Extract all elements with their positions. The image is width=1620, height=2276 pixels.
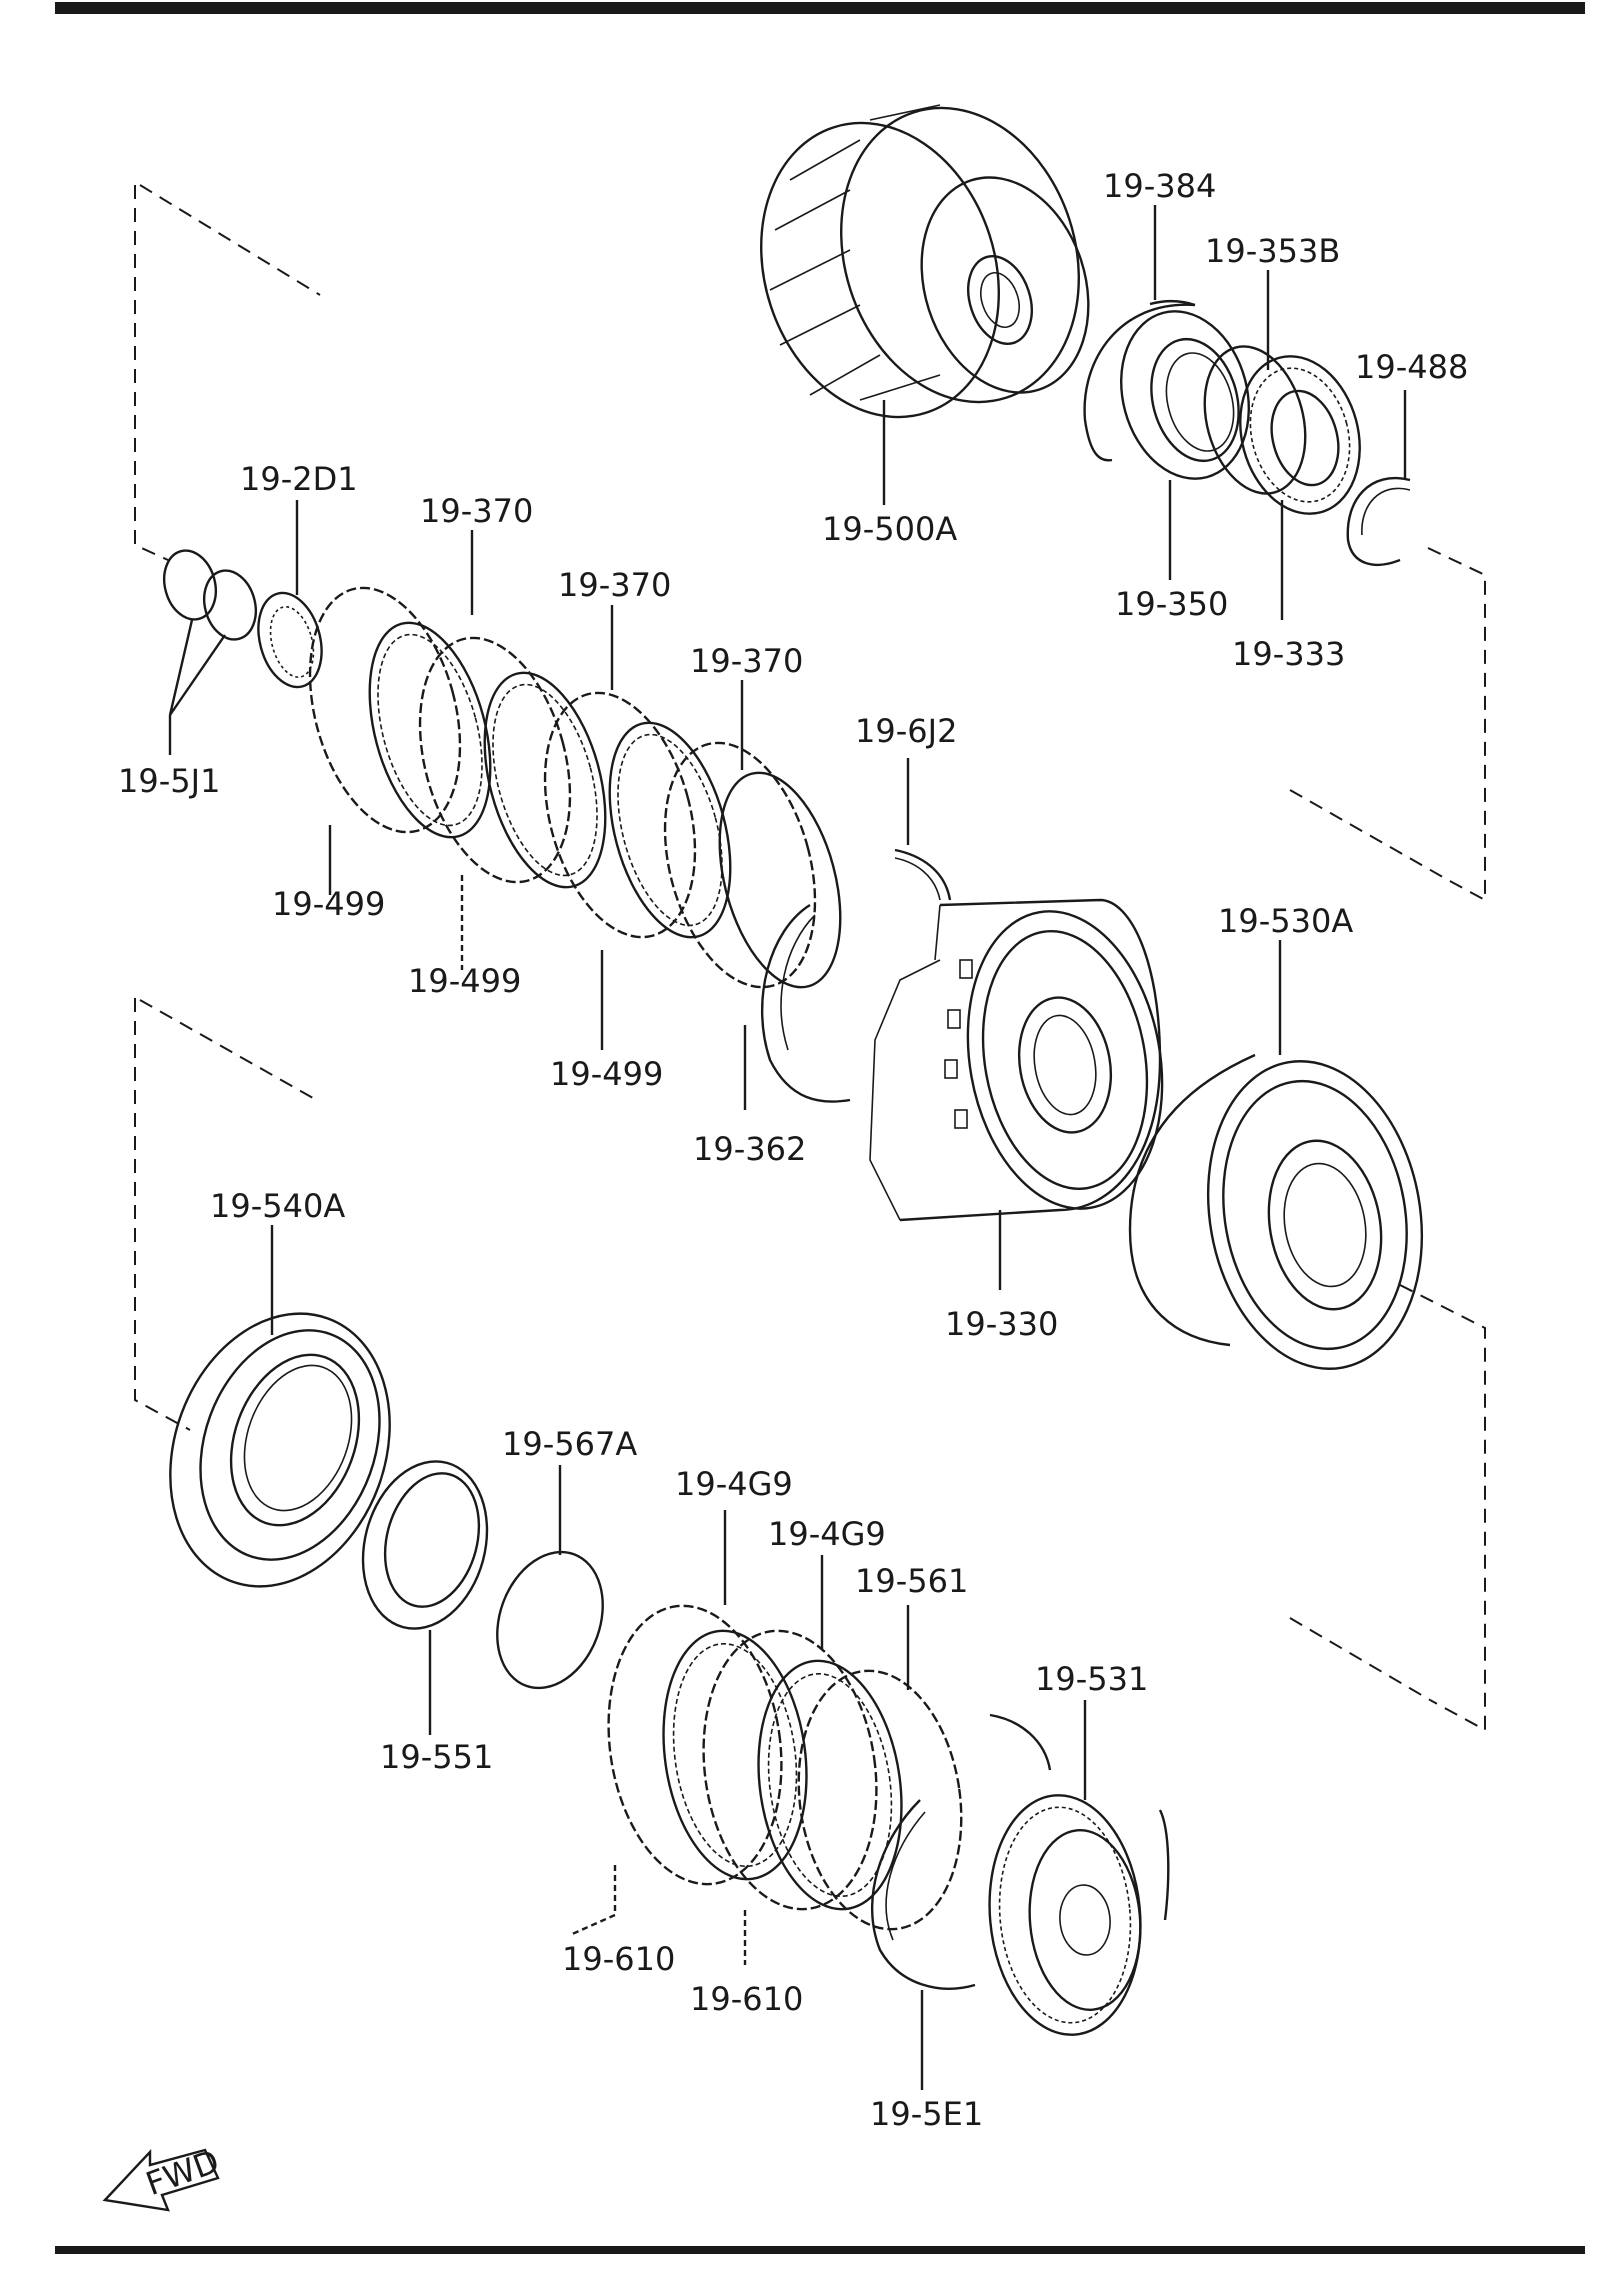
callout-19-499-third: 19-499 — [550, 1055, 663, 1093]
callout-19-540A: 19-540A — [210, 1187, 345, 1225]
callout-19-370-third: 19-370 — [690, 642, 803, 680]
callout-19-500A: 19-500A — [822, 510, 957, 548]
callout-19-333: 19-333 — [1232, 635, 1345, 673]
callout-19-330: 19-330 — [945, 1305, 1058, 1343]
callout-19-350: 19-350 — [1115, 585, 1228, 623]
part-19-2D1-thrust-bearing — [257, 591, 323, 689]
part-19-567A-o-ring — [496, 1550, 604, 1690]
part-19-362-snap-ring — [760, 903, 851, 1103]
callout-labels: 19-500A 19-384 19-353B 19-488 19-350 19-… — [118, 167, 1468, 2133]
callout-19-5J1: 19-5J1 — [118, 762, 220, 800]
callout-19-370-second: 19-370 — [558, 566, 671, 604]
callout-19-2D1: 19-2D1 — [240, 460, 358, 498]
part-19-6J2-snap-ring — [894, 848, 952, 901]
part-19-5J1-o-rings — [163, 549, 257, 641]
leader-lines — [168, 205, 1407, 2090]
callout-19-4G9-second: 19-4G9 — [768, 1515, 886, 1553]
part-lower-clutch-pack — [607, 1604, 963, 1931]
assembly-guide-lines — [134, 184, 1486, 1732]
callout-19-370-first: 19-370 — [420, 492, 533, 530]
fwd-label: FWD — [141, 2142, 224, 2203]
callout-19-499-first: 19-499 — [272, 885, 385, 923]
part-upper-clutch-pack — [308, 586, 842, 989]
callout-19-610-second: 19-610 — [690, 1980, 803, 2018]
part-19-330-clutch-drum — [869, 898, 1164, 1222]
callout-19-6J2: 19-6J2 — [855, 712, 957, 750]
callout-19-384: 19-384 — [1103, 167, 1216, 205]
part-19-531-hub — [988, 1713, 1170, 2036]
callout-19-530A: 19-530A — [1218, 902, 1353, 940]
part-19-488-snap-ring — [1346, 477, 1411, 567]
callout-19-610-first: 19-610 — [562, 1940, 675, 1978]
part-19-530A-drum — [1128, 1053, 1424, 1370]
callout-19-567A: 19-567A — [502, 1425, 637, 1463]
top-border-bar — [55, 2, 1585, 14]
part-19-384-snap-ring — [1083, 299, 1196, 462]
callout-19-531: 19-531 — [1035, 1660, 1148, 1698]
part-19-5E1-snap-ring — [870, 1799, 976, 1990]
part-19-540A-piston — [169, 1312, 391, 1588]
callout-19-499-second: 19-499 — [408, 962, 521, 1000]
callout-19-353B: 19-353B — [1205, 232, 1340, 270]
callout-19-551: 19-551 — [380, 1738, 493, 1776]
callout-19-561: 19-561 — [855, 1562, 968, 1600]
callout-19-488: 19-488 — [1355, 348, 1468, 386]
fwd-arrow-icon: FWD — [102, 2142, 224, 2212]
part-19-333-gear — [1239, 355, 1361, 515]
callout-19-5E1: 19-5E1 — [870, 2095, 983, 2133]
part-19-350-ring — [1119, 310, 1251, 480]
part-19-500A-drum — [760, 104, 1090, 419]
bottom-border-bar — [55, 2246, 1585, 2254]
callout-19-362: 19-362 — [693, 1130, 806, 1168]
part-19-353B-seal-ring — [1203, 345, 1307, 495]
callout-19-4G9-first: 19-4G9 — [675, 1465, 793, 1503]
part-19-551-ring — [361, 1460, 489, 1630]
